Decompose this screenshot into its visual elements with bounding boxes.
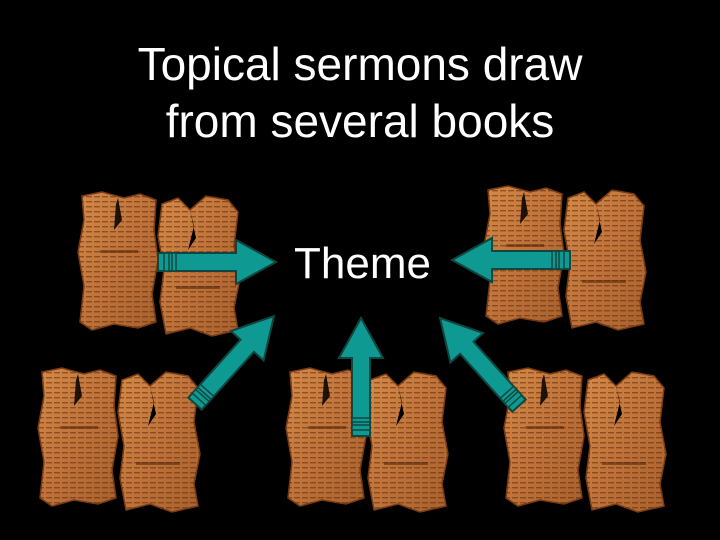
slide-title: Topical sermons draw from several books xyxy=(0,36,720,150)
title-line-1: Topical sermons draw xyxy=(137,38,583,90)
title-line-2: from several books xyxy=(165,95,555,147)
scroll-bottom-left xyxy=(37,367,201,513)
scroll-bottom-right xyxy=(503,367,667,513)
theme-label: Theme xyxy=(294,239,431,288)
